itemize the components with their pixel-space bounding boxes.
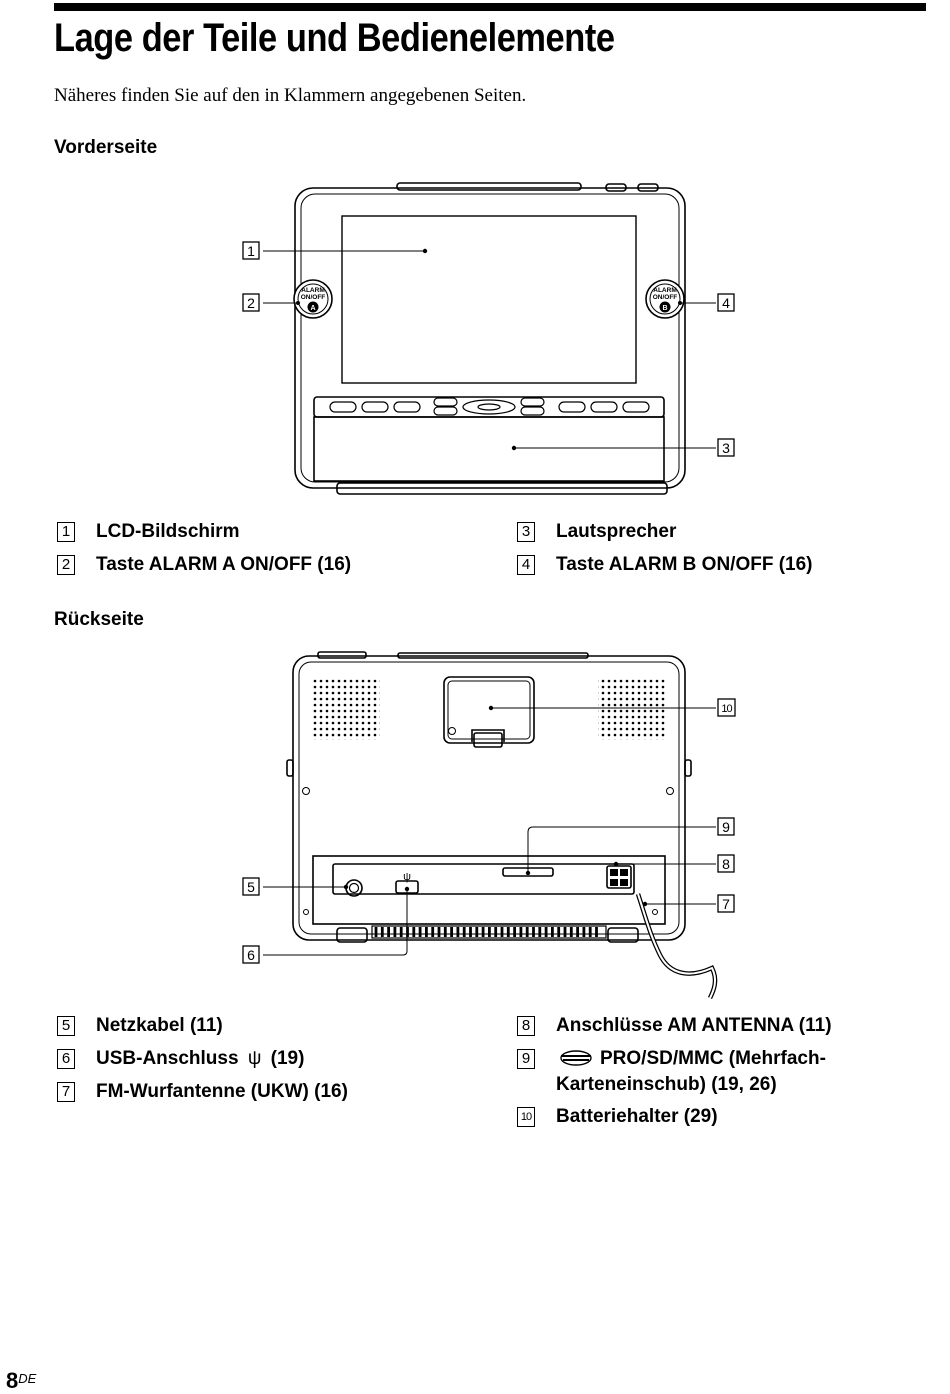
rear-leader-lines xyxy=(263,707,716,956)
legend-label: Batteriehalter (29) xyxy=(556,1106,718,1127)
legend-label-suffix: (19) xyxy=(270,1048,305,1069)
legend-label: LCD-Bildschirm xyxy=(96,521,240,542)
alarm-b-button: ALARM ON/OFF B xyxy=(645,279,685,319)
front-leader-lines xyxy=(263,250,716,449)
legend-number: 6 xyxy=(57,1049,75,1069)
legend-label: Taste ALARM A ON/OFF (16) xyxy=(96,554,352,575)
power-cord-jack xyxy=(345,879,363,897)
rear-callouts: 10 9 8 5 7 6 xyxy=(242,698,736,964)
callout-10: 10 xyxy=(721,703,732,715)
legend-label: FM-Wurfantenne (UKW) (16) xyxy=(96,1081,348,1102)
callout-8: 8 xyxy=(722,856,730,872)
legend-number: 9 xyxy=(517,1049,535,1069)
alarm-a-button: ALARM ON/OFF A xyxy=(293,279,333,319)
callout-3: 3 xyxy=(722,440,730,456)
front-callouts: 1 2 3 4 xyxy=(242,241,735,457)
legend-number: 3 xyxy=(517,522,535,542)
legend-number: 5 xyxy=(57,1016,75,1036)
legend-label: Anschlüsse AM ANTENNA (11) xyxy=(556,1015,832,1036)
callout-1: 1 xyxy=(247,243,255,259)
callout-4: 4 xyxy=(722,295,730,311)
rear-grille-right xyxy=(598,677,666,740)
page-language-suffix: DE xyxy=(18,1371,37,1386)
legend-number: 10 xyxy=(517,1107,535,1127)
legend-label: Taste ALARM B ON/OFF (16) xyxy=(556,554,813,575)
alarm-a-letter: A xyxy=(310,305,315,312)
am-antenna-terminals xyxy=(610,869,628,886)
memory-card-icon xyxy=(560,1050,592,1066)
front-device-body xyxy=(294,182,686,495)
alarm-b-letter: B xyxy=(662,305,667,312)
intro-text: Näheres finden Sie auf den in Klammern a… xyxy=(54,85,527,106)
rear-screw-holes xyxy=(302,727,674,915)
rear-vent-bars xyxy=(374,927,598,937)
legend-label: Netzkabel (11) xyxy=(96,1015,223,1036)
alarm-a-label2: ON/OFF xyxy=(301,294,326,301)
usb-icon: ψ xyxy=(403,871,411,883)
fm-antenna-wire xyxy=(635,893,718,1000)
rear-leader-dots xyxy=(343,705,648,907)
page-number: 8DE xyxy=(6,1368,36,1394)
callout-2: 2 xyxy=(247,295,255,311)
usb-symbol-icon: ψ xyxy=(247,1048,262,1069)
callout-5: 5 xyxy=(247,879,255,895)
rear-device-body xyxy=(286,651,692,943)
alarm-a-label: ALARM xyxy=(301,287,324,294)
legend-label: Lautsprecher xyxy=(556,521,677,542)
legend-number: 4 xyxy=(517,555,535,575)
legend-label: PRO/SD/MMC (Mehrfach-Karteneinschub) (19… xyxy=(556,1048,826,1095)
legend-number: 1 xyxy=(57,522,75,542)
front-heading: Vorderseite xyxy=(54,137,158,158)
legend-label: USB-Anschluss xyxy=(96,1048,239,1069)
legend-number: 2 xyxy=(57,555,75,575)
callout-7: 7 xyxy=(722,896,730,912)
top-rule xyxy=(54,3,926,11)
legend-number: 7 xyxy=(57,1082,75,1102)
alarm-b-label: ALARM xyxy=(653,287,676,294)
callout-6: 6 xyxy=(247,947,255,963)
page-title: Lage der Teile und Bedienelemente xyxy=(54,16,615,60)
rear-grille-left xyxy=(312,677,380,740)
front-leader-dots xyxy=(296,248,682,451)
rear-vent-slots xyxy=(371,925,607,939)
legend-number: 8 xyxy=(517,1016,535,1036)
page-number-value: 8 xyxy=(6,1368,19,1393)
alarm-b-label2: ON/OFF xyxy=(653,294,678,301)
rear-heading: Rückseite xyxy=(54,609,144,630)
front-buttons xyxy=(329,397,650,416)
callout-9: 9 xyxy=(722,819,730,835)
